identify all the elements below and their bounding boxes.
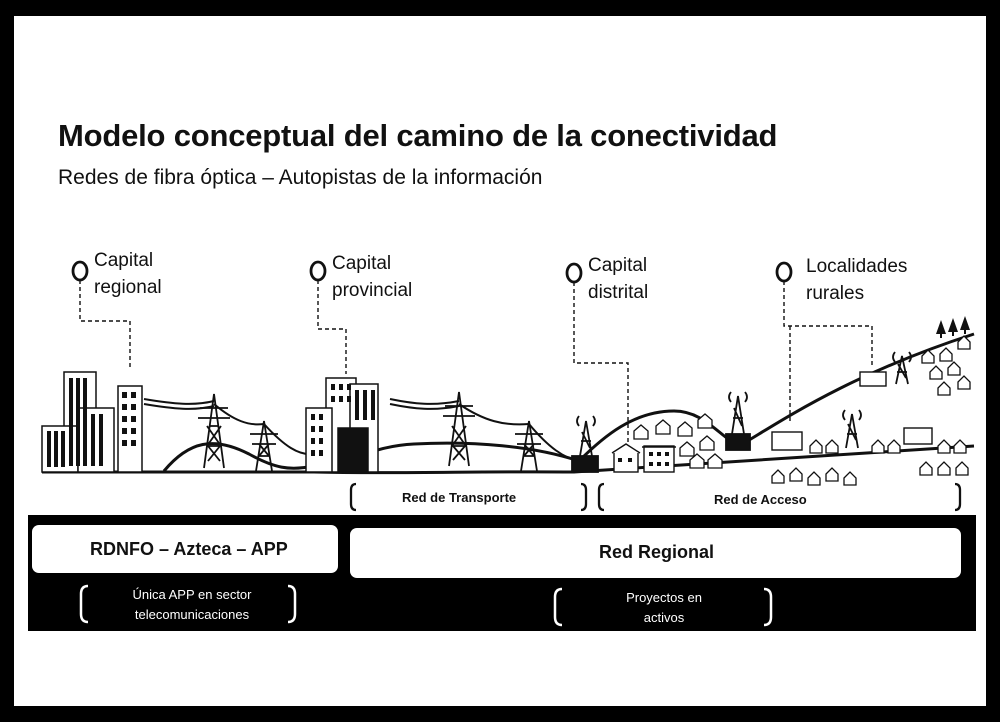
location-pin-icon bbox=[71, 260, 89, 282]
pine-tree-icon bbox=[960, 316, 970, 334]
city-building-icon bbox=[305, 377, 379, 473]
house-icon bbox=[825, 467, 839, 482]
house-icon bbox=[937, 461, 951, 476]
slide-canvas: Modelo conceptual del camino de la conec… bbox=[14, 16, 986, 706]
house-icon bbox=[929, 365, 943, 380]
note-proyectos: Proyectos en activos bbox=[626, 590, 702, 625]
telecom-tower-icon bbox=[571, 415, 599, 473]
bracket-icon bbox=[287, 584, 297, 624]
power-tower-icon bbox=[198, 393, 230, 469]
house-icon bbox=[921, 349, 935, 364]
house-icon bbox=[655, 419, 671, 435]
bar-label-rdnfo: RDNFO – Azteca – APP bbox=[90, 539, 288, 559]
pine-trees bbox=[936, 316, 970, 338]
house-icon bbox=[947, 361, 961, 376]
house-icon bbox=[679, 441, 695, 457]
house-icon bbox=[633, 424, 649, 440]
house-icon bbox=[697, 413, 713, 429]
page-title: Modelo conceptual del camino de la conec… bbox=[58, 118, 778, 153]
note-brackets bbox=[79, 584, 773, 627]
house-icon bbox=[957, 335, 971, 350]
house-icon bbox=[937, 381, 951, 396]
house-icon bbox=[707, 453, 723, 469]
house-icon bbox=[771, 469, 785, 484]
location-label-provincial: Capital provincial bbox=[332, 253, 413, 301]
bracket-icon bbox=[349, 482, 357, 512]
bracket-icon bbox=[597, 482, 605, 512]
house-icon bbox=[611, 371, 933, 473]
house-icon bbox=[789, 467, 803, 482]
telecom-tower-icon bbox=[842, 409, 862, 449]
bracket-icon bbox=[553, 587, 563, 627]
pine-tree-icon bbox=[936, 320, 946, 338]
pine-tree-icon bbox=[948, 318, 958, 336]
location-pin-icon bbox=[775, 261, 793, 283]
location-pin-icon bbox=[565, 262, 583, 284]
house-icon bbox=[937, 439, 951, 454]
house-icon bbox=[809, 439, 823, 454]
houses bbox=[633, 335, 971, 486]
house-icon bbox=[699, 435, 715, 451]
page-subtitle: Redes de fibra óptica – Autopistas de la… bbox=[58, 166, 543, 189]
house-icon bbox=[825, 439, 839, 454]
location-pin-icon bbox=[309, 260, 327, 282]
segment-label-transporte: Red de Transporte bbox=[402, 490, 517, 505]
location-pins bbox=[71, 260, 793, 284]
house-icon bbox=[677, 421, 693, 437]
red-regional-bar bbox=[350, 528, 961, 578]
bar-label-red-regional: Red Regional bbox=[599, 542, 715, 562]
house-icon bbox=[843, 471, 857, 486]
segment-brackets bbox=[349, 482, 962, 512]
telecom-tower-icon bbox=[725, 391, 751, 451]
telecom-tower-icon bbox=[892, 351, 912, 385]
house-icon bbox=[955, 461, 969, 476]
location-label-distrital: Capital distrital bbox=[588, 255, 649, 303]
house-icon bbox=[939, 347, 953, 362]
bracket-icon bbox=[954, 482, 962, 512]
power-tower-icon bbox=[443, 391, 475, 467]
house-icon bbox=[919, 461, 933, 476]
house-icon bbox=[953, 439, 967, 454]
connectivity-diagram bbox=[28, 260, 976, 631]
power-tower-icon bbox=[250, 420, 278, 472]
city-building-icon bbox=[41, 371, 143, 473]
note-app: Única APP en sector telecomunicaciones bbox=[132, 587, 252, 622]
house-icon bbox=[807, 471, 821, 486]
segment-label-acceso: Red de Acceso bbox=[714, 492, 807, 507]
house-icon bbox=[689, 453, 705, 469]
location-label-regional: Capital regional bbox=[94, 250, 162, 298]
house-icon bbox=[957, 375, 971, 390]
power-tower-icon bbox=[515, 420, 543, 472]
house-icon bbox=[887, 439, 901, 454]
bracket-icon bbox=[580, 482, 588, 512]
hills bbox=[162, 332, 975, 472]
rdnfo-bar bbox=[32, 525, 338, 573]
bracket-icon bbox=[79, 584, 89, 624]
house-icon bbox=[871, 439, 885, 454]
location-label-rural: Localidades rurales bbox=[806, 256, 908, 304]
pin-connectors bbox=[79, 280, 873, 446]
bracket-icon bbox=[763, 587, 773, 627]
